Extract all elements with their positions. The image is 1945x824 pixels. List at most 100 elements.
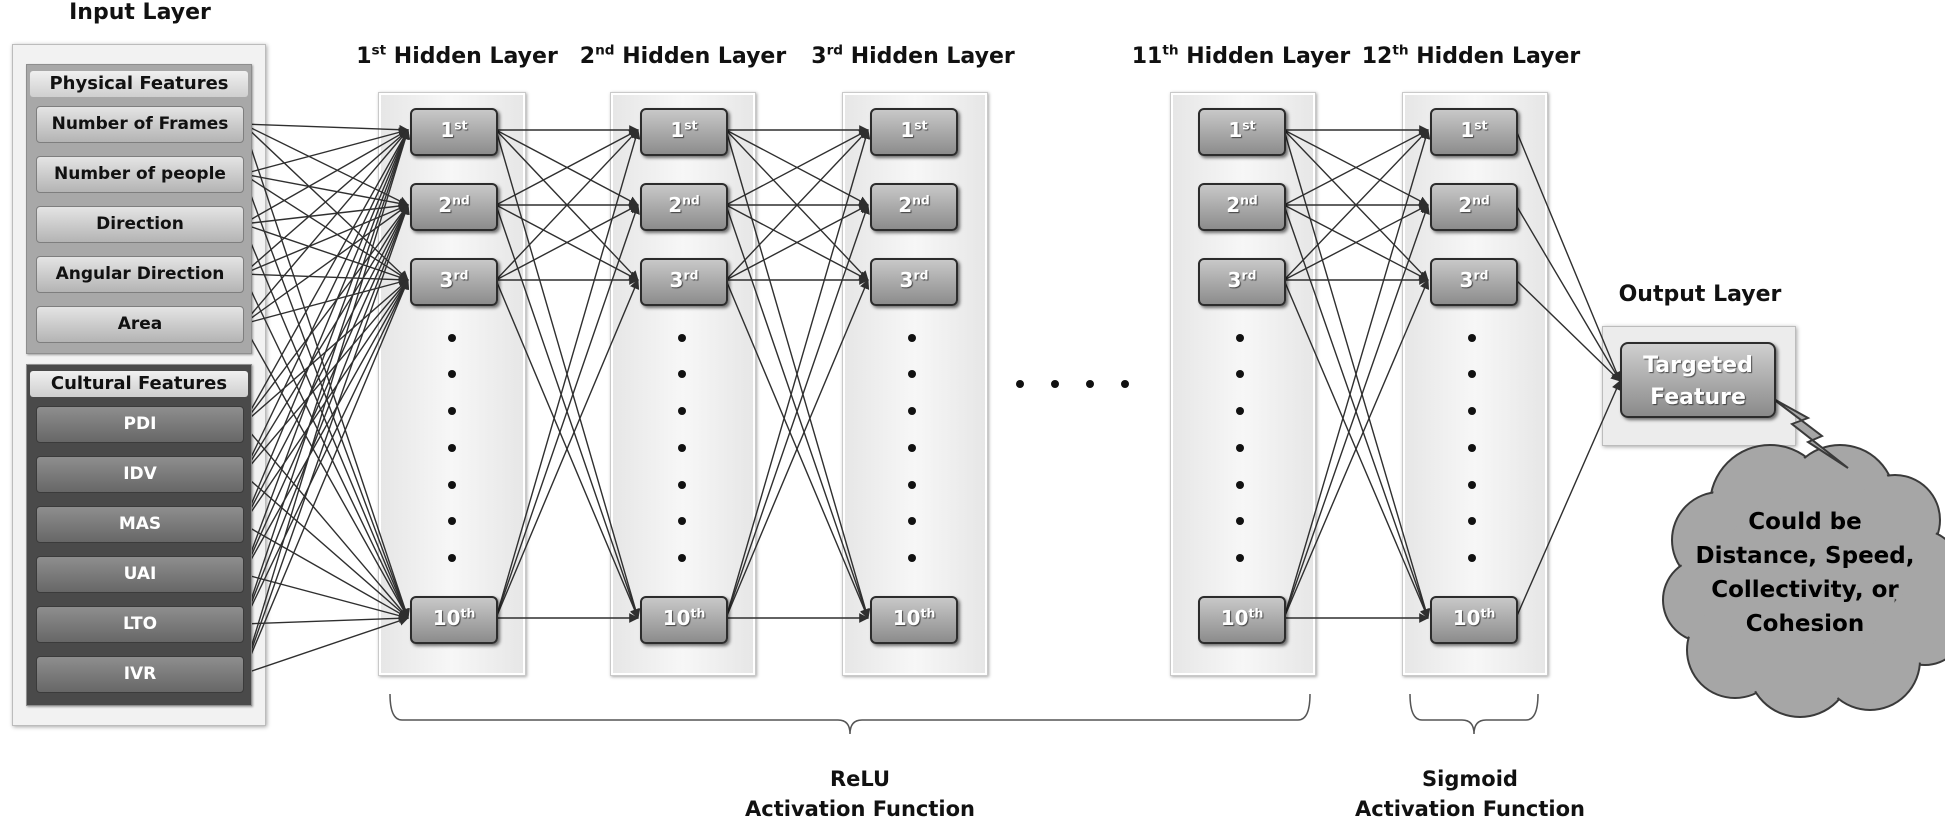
ellipsis-dot	[908, 334, 916, 342]
neuron-index: 10	[662, 606, 691, 630]
neuron-index: 10	[892, 606, 921, 630]
hidden-layer-12-panel	[1402, 92, 1548, 676]
ellipsis-dot	[1236, 407, 1244, 415]
title-rest: Hidden Layer	[843, 44, 1015, 69]
callout-text: Could be Distance, Speed, Collectivity, …	[1660, 505, 1945, 641]
physical-feature-1: Number of people	[36, 156, 244, 193]
neuron-h12-3: 3rd	[1430, 258, 1518, 306]
title-rest: Hidden Layer	[1408, 44, 1581, 69]
output-layer-title: Output Layer	[1618, 282, 1782, 307]
relu-label: ReLU Activation Function	[700, 764, 1020, 824]
relu-line-1: ReLU	[829, 767, 891, 791]
ellipsis-dot	[678, 517, 686, 525]
input-layer-title: Input Layer	[69, 0, 211, 25]
neuron-index: 1	[900, 118, 915, 142]
neuron-h11-3: 3rd	[1198, 258, 1286, 306]
title-num: 3	[811, 44, 827, 69]
ellipsis-dot	[1468, 481, 1476, 489]
hidden-layer-11-panel	[1170, 92, 1316, 676]
sigmoid-label: Sigmoid Activation Function	[1320, 764, 1620, 824]
neuron-suffix: th	[460, 605, 476, 621]
layer-ellipsis-dot	[1016, 380, 1024, 388]
title-sup: st	[371, 42, 387, 59]
ellipsis-dot	[908, 370, 916, 378]
title-num: 11	[1131, 44, 1163, 69]
neuron-index: 10	[1452, 606, 1481, 630]
neuron-h12-1: 1st	[1430, 108, 1518, 156]
ellipsis-dot	[678, 370, 686, 378]
sigmoid-line-1: Sigmoid	[1422, 767, 1518, 791]
relu-line-2: Activation Function	[745, 797, 975, 821]
neuron-h3-4: 10th	[870, 596, 958, 644]
neuron-suffix: st	[1474, 117, 1488, 133]
ellipsis-dot	[678, 444, 686, 452]
neuron-suffix: nd	[1472, 192, 1490, 208]
neuron-suffix: nd	[1240, 192, 1258, 208]
output-line-2: Feature	[1650, 385, 1746, 410]
cultural-feature-1: IDV	[36, 456, 244, 493]
output-line-1: Targeted	[1643, 353, 1753, 378]
title-num: 1	[356, 44, 372, 69]
ellipsis-dot	[1468, 554, 1476, 562]
ellipsis-dot	[1468, 334, 1476, 342]
hidden-layer-1-title: 1st Hidden Layer	[352, 44, 562, 69]
title-sup: th	[1162, 42, 1179, 59]
neuron-index: 2	[438, 193, 453, 217]
ellipsis-dot	[1236, 554, 1244, 562]
physical-feature-0: Number of Frames	[36, 106, 244, 143]
neuron-h3-3: 3rd	[870, 258, 958, 306]
neuron-suffix: st	[684, 117, 698, 133]
ellipsis-dot	[908, 407, 916, 415]
ellipsis-dot	[448, 334, 456, 342]
ellipsis-dot	[448, 370, 456, 378]
ellipsis-dot	[678, 481, 686, 489]
neuron-index: 2	[668, 193, 683, 217]
neuron-h1-4: 10th	[410, 596, 498, 644]
callout-line-4: Cohesion	[1745, 611, 1865, 637]
neuron-index: 3	[439, 268, 454, 292]
ellipsis-dot	[448, 554, 456, 562]
title-num: 2	[579, 44, 596, 69]
layer-ellipsis-dot	[1051, 380, 1059, 388]
ellipsis-dot	[1468, 517, 1476, 525]
neuron-h1-1: 1st	[410, 108, 498, 156]
ellipsis-dot	[1236, 334, 1244, 342]
neuron-suffix: st	[1242, 117, 1256, 133]
neuron-h3-1: 1st	[870, 108, 958, 156]
neuron-suffix: rd	[1473, 267, 1489, 283]
cultural-features-title: Cultural Features	[30, 371, 248, 397]
cultural-feature-5: IVR	[36, 656, 244, 693]
neuron-h2-4: 10th	[640, 596, 728, 644]
ellipsis-dot	[1468, 444, 1476, 452]
title-rest: Hidden Layer	[1178, 44, 1351, 69]
neuron-h1-3: 3rd	[410, 258, 498, 306]
title-sup: th	[1392, 42, 1409, 59]
neuron-index: 3	[899, 268, 914, 292]
targeted-feature-node: Targeted Feature	[1620, 342, 1776, 418]
ellipsis-dot	[908, 554, 916, 562]
physical-feature-4: Area	[36, 306, 244, 343]
ellipsis-dot	[448, 517, 456, 525]
sigmoid-bracket	[1409, 693, 1539, 735]
neuron-index: 1	[1460, 118, 1475, 142]
neuron-index: 2	[1458, 193, 1473, 217]
neuron-suffix: st	[454, 117, 468, 133]
ellipsis-dot	[448, 407, 456, 415]
neuron-h2-1: 1st	[640, 108, 728, 156]
neuron-index: 1	[1228, 118, 1243, 142]
neuron-index: 2	[1226, 193, 1241, 217]
neuron-index: 1	[670, 118, 685, 142]
ellipsis-dot	[1468, 407, 1476, 415]
neuron-suffix: nd	[912, 192, 930, 208]
ellipsis-dot	[908, 444, 916, 452]
ellipsis-dot	[1236, 481, 1244, 489]
neuron-suffix: st	[914, 117, 928, 133]
ellipsis-dot	[1236, 370, 1244, 378]
neuron-suffix: rd	[1241, 267, 1257, 283]
title-sup: rd	[826, 42, 844, 59]
hidden-layer-3-panel	[842, 92, 988, 676]
title-rest: Hidden Layer	[386, 44, 558, 69]
hidden-layer-3-title: 3rd Hidden Layer	[808, 44, 1018, 69]
neuron-index: 1	[440, 118, 455, 142]
physical-feature-2: Direction	[36, 206, 244, 243]
